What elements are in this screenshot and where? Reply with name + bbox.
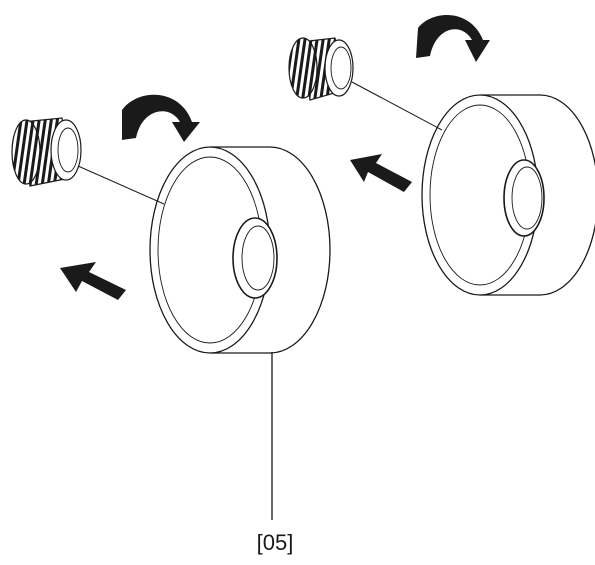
roller-left [149,146,331,354]
callout-label: [05] [256,530,294,555]
insert-arrow-right [350,154,412,192]
threaded-insert-left [11,117,165,205]
roller-right [421,94,595,296]
insert-arrow-left [60,262,126,300]
rotate-arrow-left [122,94,200,142]
threaded-insert-right [288,37,443,131]
rotate-arrow-right [416,15,490,62]
